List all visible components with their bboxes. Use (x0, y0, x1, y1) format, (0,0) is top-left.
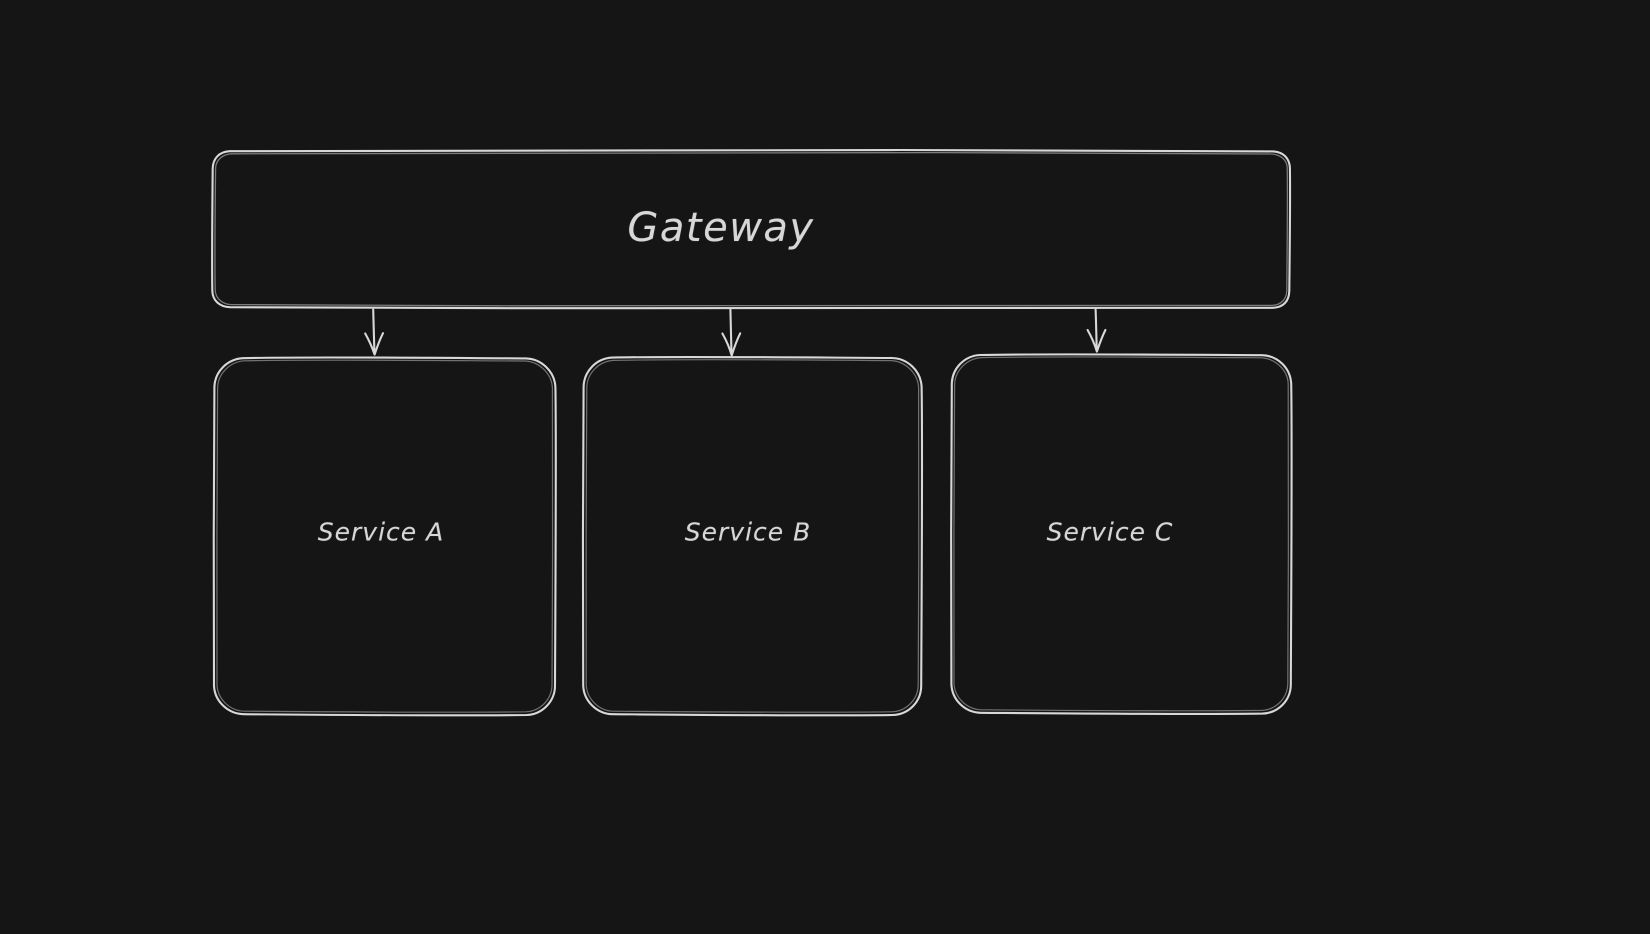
service-c-box-outline-1 (950, 353, 1293, 716)
edge-gateway-to-service-c[interactable] (1086, 308, 1107, 353)
gateway-box-outline-2 (214, 151, 1289, 307)
edge-line-c (1094, 308, 1098, 351)
edge-gateway-to-service-b[interactable] (721, 308, 742, 357)
edge-gateway-to-service-a[interactable] (364, 308, 385, 356)
arrowhead-c (1086, 328, 1107, 353)
node-service-c[interactable] (950, 353, 1293, 716)
service-c-box-outline-2 (953, 356, 1290, 712)
arrowhead-a (364, 332, 385, 356)
gateway-box-outline-1 (211, 148, 1292, 310)
service-c-label: Service C (1046, 517, 1174, 547)
node-gateway[interactable] (211, 148, 1292, 310)
edge-line-a (372, 308, 376, 354)
service-b-box-outline-2 (585, 359, 920, 713)
edge-line-b (729, 308, 733, 355)
service-a-label: Service A (317, 517, 445, 547)
service-a-box-outline-1 (212, 356, 557, 717)
service-a-box-outline-2 (216, 359, 554, 713)
service-b-box-outline-1 (581, 355, 924, 717)
service-b-label: Service B (684, 517, 812, 547)
node-service-a[interactable] (212, 356, 557, 717)
node-service-b[interactable] (581, 355, 924, 717)
arrowhead-b (721, 332, 742, 357)
gateway-label: Gateway (627, 205, 815, 251)
